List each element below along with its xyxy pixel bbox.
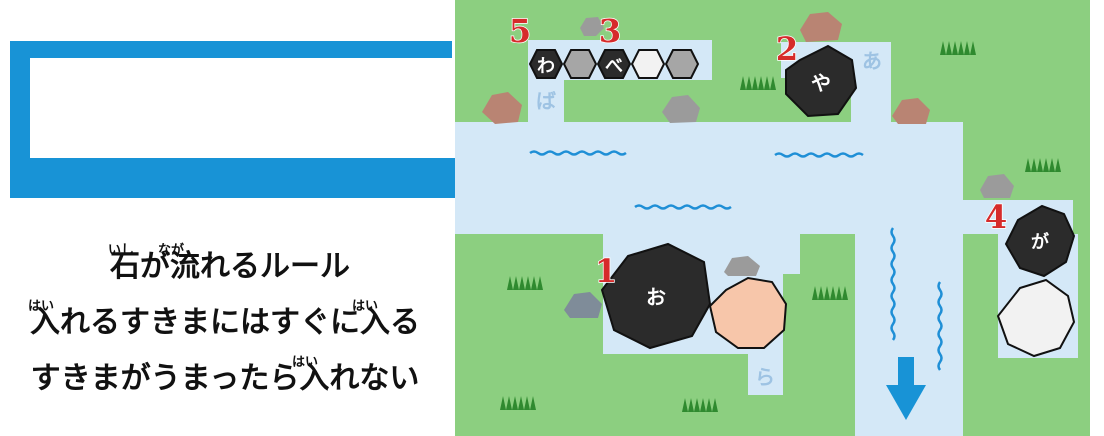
order-number-5: 5 [509, 12, 531, 50]
downstream-arrow [886, 357, 926, 420]
ruby-hai-2: はい [352, 299, 379, 314]
rock-icon [564, 292, 602, 318]
rules-title: 石が流れるルール [110, 249, 350, 284]
ruby-ishi: いし [108, 243, 135, 258]
stone-ga [1004, 204, 1076, 278]
stone-peach [708, 276, 788, 349]
stone-ga-label: が [1031, 231, 1049, 253]
grass-tufts [500, 41, 1061, 412]
stone-o [600, 242, 712, 350]
entry-flow-arrow [10, 41, 524, 212]
stone-ya [785, 44, 858, 118]
slot-label-a: あ [862, 49, 882, 73]
rocks [482, 12, 1014, 318]
stone-wa [528, 49, 564, 79]
water-waves [529, 150, 943, 371]
rock-icon [580, 17, 604, 36]
rules-line1: 入れるすきまにはすぐに入る [30, 305, 420, 340]
stone-white-1 [630, 49, 666, 79]
rules-line2-line: はい すきまがうまったら入れない [0, 355, 450, 396]
slot-label-ra: ら [755, 365, 775, 389]
rock-icon [800, 12, 842, 42]
stone-o-label: お [646, 285, 666, 309]
ruby-hai-3: はい [292, 355, 319, 370]
stone-gray-1 [562, 49, 598, 79]
rock-icon [980, 174, 1014, 198]
order-number-1: 1 [595, 252, 617, 290]
rules-panel: いし なが 石が流れるルール はい はい 入れるすきまにはすぐに入る はい すき… [0, 243, 450, 396]
ruby-hai-1: はい [28, 299, 55, 314]
rock-icon [892, 98, 930, 124]
stone-ya-label: や [811, 71, 831, 95]
order-number-2: 2 [776, 30, 798, 68]
order-number-4: 4 [985, 198, 1007, 236]
order-number-3: 3 [599, 12, 621, 50]
stone-be-label: べ [605, 56, 623, 77]
stone-row [528, 49, 700, 79]
ruby-naga: なが [158, 243, 185, 258]
stone-be [596, 49, 632, 79]
slot-label-ba: ば [536, 89, 556, 113]
rules-line2: すきまがうまったら入れない [30, 361, 420, 396]
stone-wa-label: わ [537, 56, 555, 77]
rock-icon [724, 256, 760, 276]
stone-gray-2 [664, 49, 700, 79]
rock-icon [482, 92, 522, 124]
stone-white-large [996, 278, 1076, 358]
rules-line1-line: はい はい 入れるすきまにはすぐに入る [0, 299, 450, 340]
rules-title-line: いし なが 石が流れるルール [10, 243, 450, 284]
rock-icon [662, 95, 700, 123]
